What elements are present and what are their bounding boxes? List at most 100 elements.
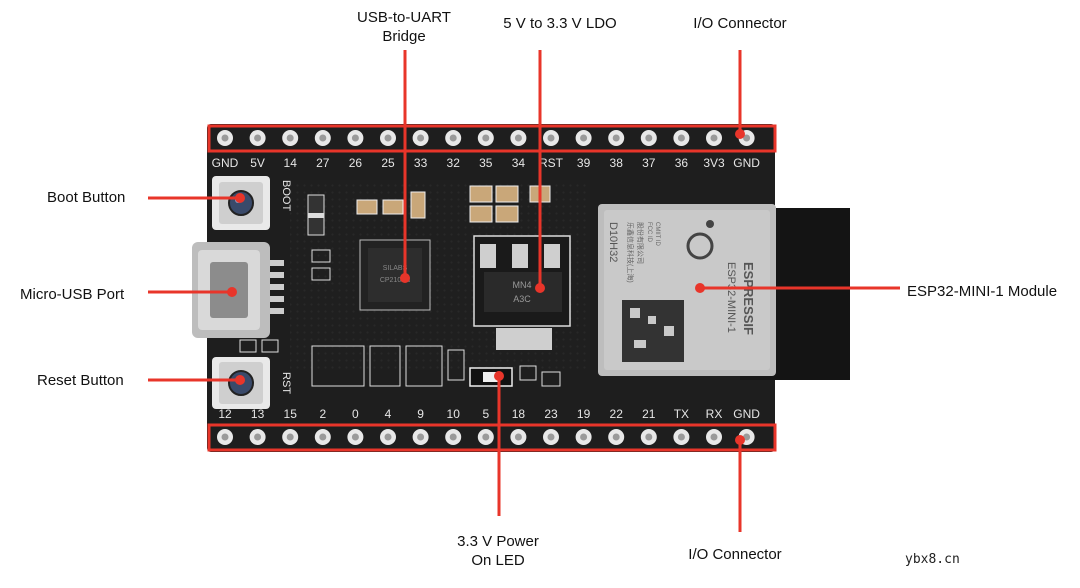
top-pin-label-13: 37 <box>642 156 656 170</box>
bottom-pin-hole-9 <box>514 433 522 441</box>
bottom-pin-hole-4 <box>351 433 359 441</box>
top-pin-label-14: 36 <box>675 156 689 170</box>
module-code: D10H32 <box>607 222 619 262</box>
top-pin-hole-4 <box>351 134 359 142</box>
callout-reset-button: Reset Button <box>37 372 124 389</box>
bottom-pin-hole-14 <box>677 433 685 441</box>
callout-esp32-module: ESP32-MINI-1 Module <box>907 283 1058 300</box>
callout-usb-uart-bridge: USB-to-UART Bridge <box>336 8 472 46</box>
top-pin-label-1: 5V <box>250 156 265 170</box>
bottom-pin-hole-8 <box>482 433 490 441</box>
esp32-mini-1-module: ESPRESSIF ESP32-MINI-1 D10H32 乐鑫信息科技(上海)… <box>598 204 776 376</box>
top-pin-hole-10 <box>547 134 555 142</box>
bottom-pin-label-9: 18 <box>512 407 526 421</box>
top-pin-hole-7 <box>449 134 457 142</box>
callout-usb-uart-line2: Bridge <box>382 28 426 45</box>
bottom-pin-label-5: 4 <box>385 407 392 421</box>
callout-boot-button: Boot Button <box>47 189 126 206</box>
callout-power-led: 3.3 V Power On LED <box>430 532 566 570</box>
top-pin-label-16: GND <box>733 156 760 170</box>
callout-micro-usb-port: Micro-USB Port <box>20 286 125 303</box>
bottom-pin-label-13: 21 <box>642 407 656 421</box>
top-pin-hole-14 <box>677 134 685 142</box>
component-passive <box>541 371 561 387</box>
top-pin-hole-16 <box>743 134 751 142</box>
diode <box>307 194 325 236</box>
ldo-marking-2: A3C <box>513 294 531 304</box>
bottom-pin-label-8: 5 <box>482 407 489 421</box>
bottom-pin-hole-12 <box>612 433 620 441</box>
bottom-pin-row <box>217 429 755 445</box>
top-pin-label-0: GND <box>212 156 239 170</box>
bottom-pin-hole-1 <box>254 433 262 441</box>
bottom-pin-hole-13 <box>645 433 653 441</box>
bottom-pin-label-12: 22 <box>610 407 624 421</box>
top-pin-hole-5 <box>384 134 392 142</box>
bottom-pin-hole-16 <box>743 433 751 441</box>
ldo-regulator: MN4 A3C <box>469 185 571 350</box>
component-passive <box>311 249 331 263</box>
bottom-pin-label-1: 13 <box>251 407 265 421</box>
top-pin-label-12: 38 <box>610 156 624 170</box>
bottom-pin-label-2: 15 <box>284 407 298 421</box>
top-pin-hole-8 <box>482 134 490 142</box>
bottom-pin-label-16: GND <box>733 407 760 421</box>
top-pin-hole-3 <box>319 134 327 142</box>
top-pin-label-2: 14 <box>284 156 298 170</box>
component-passive <box>239 339 257 353</box>
bottom-header-outline <box>207 423 777 452</box>
top-pin-hole-11 <box>580 134 588 142</box>
top-pin-label-10: RST <box>539 156 564 170</box>
bottom-pin-label-10: 23 <box>544 407 558 421</box>
module-name: ESP32-MINI-1 <box>725 262 737 333</box>
callout-usb-uart-line1: USB-to-UART <box>357 9 451 26</box>
bottom-pin-label-3: 2 <box>319 407 326 421</box>
top-pin-hole-12 <box>612 134 620 142</box>
top-pin-label-4: 26 <box>349 156 363 170</box>
bottom-pin-label-6: 9 <box>417 407 424 421</box>
bottom-pin-label-14: TX <box>674 407 689 421</box>
bottom-pin-hole-3 <box>319 433 327 441</box>
capacitors <box>356 191 426 219</box>
bottom-pin-hole-6 <box>417 433 425 441</box>
top-pin-label-5: 25 <box>381 156 395 170</box>
callout-ldo: 5 V to 3.3 V LDO <box>503 15 617 32</box>
boot-silkscreen: BOOT <box>280 180 292 211</box>
top-pin-hole-2 <box>286 134 294 142</box>
bottom-pin-hole-2 <box>286 433 294 441</box>
bottom-pin-hole-0 <box>221 433 229 441</box>
module-cn-text-2: 股份有限公司 <box>636 222 645 264</box>
watermark: ybx8.cn <box>905 552 960 567</box>
callout-io-connector-bottom: I/O Connector <box>688 546 782 563</box>
bottom-pin-hole-7 <box>449 433 457 441</box>
top-pin-hole-1 <box>254 134 262 142</box>
callout-power-led-line2: On LED <box>471 552 525 569</box>
component-passive <box>311 267 331 281</box>
top-pin-label-11: 39 <box>577 156 591 170</box>
top-pin-hole-0 <box>221 134 229 142</box>
boot-button[interactable] <box>212 176 270 230</box>
top-pin-hole-13 <box>645 134 653 142</box>
bottom-pin-label-11: 19 <box>577 407 591 421</box>
bridge-marking-2: CP2102N <box>380 277 410 284</box>
callout-dots <box>227 129 745 445</box>
module-cmiit: CMIIT ID <box>654 222 660 247</box>
power-led <box>469 367 513 387</box>
bottom-pin-label-7: 10 <box>447 407 461 421</box>
transistor-array <box>311 345 465 387</box>
top-pin-label-6: 33 <box>414 156 428 170</box>
module-brand: ESPRESSIF <box>741 262 756 335</box>
callout-lines <box>148 50 900 532</box>
component-passive <box>519 365 537 381</box>
ce-mark-icon <box>686 232 714 260</box>
bottom-pin-hole-5 <box>384 433 392 441</box>
usb-uart-bridge-chip: SILABS CP2102N <box>359 239 431 311</box>
bottom-pin-hole-10 <box>547 433 555 441</box>
component-passive <box>261 339 279 353</box>
top-pin-label-7: 32 <box>447 156 461 170</box>
top-pin-hole-6 <box>417 134 425 142</box>
top-pin-label-15: 3V3 <box>703 156 725 170</box>
